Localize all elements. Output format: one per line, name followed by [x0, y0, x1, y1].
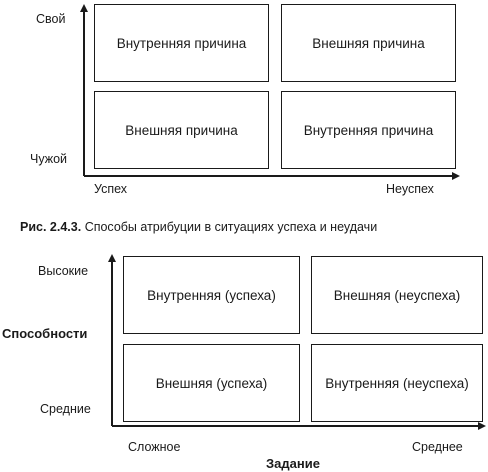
- fig2-cell-top-right: Внешняя (неуспеха): [311, 256, 483, 334]
- fig2-cell-top-left: Внутренняя (успеха): [123, 256, 300, 334]
- fig2-y-axis-title: Способности: [2, 326, 88, 341]
- fig2-x-left-label: Сложное: [128, 440, 181, 454]
- fig2-x-right-label: Среднее: [412, 440, 463, 454]
- caption-text: Способы атрибуции в ситуациях успеха и н…: [84, 220, 378, 234]
- fig2-cell-bottom-left: Внешняя (успеха): [123, 344, 300, 422]
- fig1-y-top-label: Свой: [36, 12, 66, 26]
- fig1-cell-top-left: Внутренняя причина: [94, 4, 269, 82]
- figure-caption: Рис. 2.4.3. Способы атрибуции в ситуация…: [20, 220, 377, 234]
- fig1-x-right-label: Неуспех: [386, 182, 434, 196]
- fig2-x-axis-title: Задание: [266, 456, 320, 471]
- fig1-cell-bottom-right: Внутренняя причина: [281, 91, 456, 169]
- fig1-cell-top-right: Внешняя причина: [281, 4, 456, 82]
- fig1-x-left-label: Успех: [94, 182, 128, 196]
- fig2-y-bottom-label: Средние: [40, 402, 91, 416]
- caption-number: Рис. 2.4.3.: [20, 220, 82, 234]
- fig1-y-bottom-label: Чужой: [30, 152, 68, 166]
- fig2-y-top-label: Высокие: [38, 264, 89, 278]
- fig2-cell-bottom-right: Внутренняя (неуспеха): [311, 344, 483, 422]
- fig1-cell-bottom-left: Внешняя причина: [94, 91, 269, 169]
